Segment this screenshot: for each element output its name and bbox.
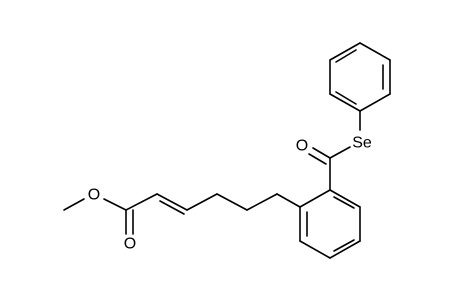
bond-c6-c7 xyxy=(276,193,301,208)
bond-c1-c2 xyxy=(125,193,158,211)
ring-bond-6 xyxy=(299,189,331,208)
atom-label-ester-oxygen: O xyxy=(88,187,100,204)
bond-c2-c3-inner xyxy=(159,200,185,215)
bond-c3-c4 xyxy=(186,193,218,211)
phenyl-inner-bond-3 xyxy=(335,91,357,105)
phenyl-bond-6 xyxy=(329,93,361,112)
bond-acyl-se xyxy=(329,146,351,159)
ring-inner-bond-3 xyxy=(333,196,355,209)
bond-o-carbonyl-c xyxy=(103,198,127,211)
phenyl-inner-bond-2 xyxy=(335,49,357,63)
ring-bond-2 xyxy=(299,240,331,259)
bond-c4-c5 xyxy=(216,193,248,211)
ring-inner-bond-2 xyxy=(333,239,355,252)
bond-c5-c6 xyxy=(246,193,278,211)
phenyl-bond-3 xyxy=(359,42,391,61)
bond-acyl-o-b xyxy=(308,153,327,165)
bond-c2-c3 xyxy=(156,193,188,211)
phenyl-bond-4 xyxy=(329,42,361,61)
ring-bond-3 xyxy=(329,240,361,259)
atom-label-carbonyl-oxygen: O xyxy=(124,236,136,253)
bond-methyl-o xyxy=(63,198,85,211)
phenyl-bond-1 xyxy=(359,93,391,112)
bond-acyl-o-a xyxy=(312,147,331,159)
ring-bond-5 xyxy=(329,189,361,208)
atom-label-selenium: Se xyxy=(352,135,372,152)
atom-label-thio-carbonyl-oxygen: O xyxy=(296,138,308,155)
